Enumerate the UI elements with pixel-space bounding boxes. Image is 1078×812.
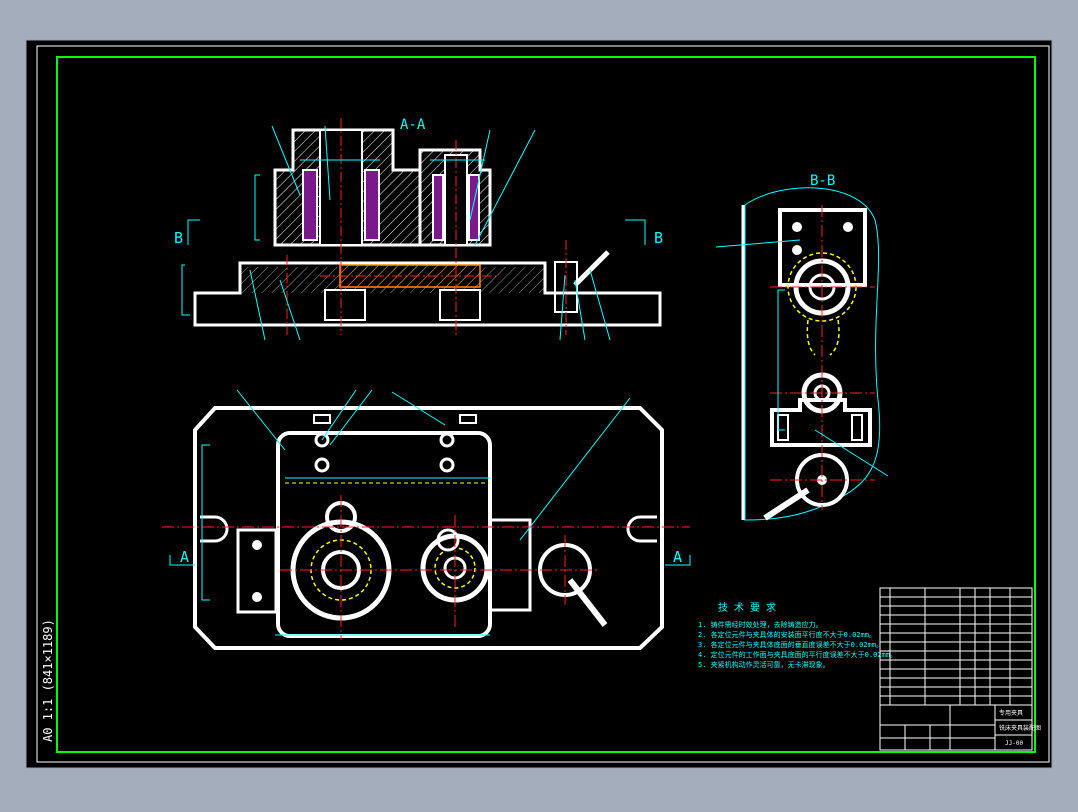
leader-1 xyxy=(271,125,301,196)
bb-clamp-block xyxy=(770,398,872,447)
cut-a-left-marker xyxy=(169,555,195,566)
leader-9 xyxy=(589,269,611,341)
sheet-size-label: A0 1:1 (841×1189) xyxy=(41,619,55,742)
left-clamp xyxy=(236,528,278,614)
title-project: 专用夹具 xyxy=(999,709,1023,717)
pin-3 xyxy=(439,432,455,448)
pin-head-2 xyxy=(459,414,477,424)
cut-a-right-label: A xyxy=(673,548,682,566)
title-block xyxy=(879,587,1033,751)
cut-b-right-marker xyxy=(625,219,646,245)
pin-4 xyxy=(439,457,455,473)
leader-8 xyxy=(574,279,586,341)
pin-2 xyxy=(314,457,330,473)
plan-dim-left xyxy=(201,444,210,601)
dim-left-vert xyxy=(254,174,260,241)
cut-b-left-label: B xyxy=(174,229,183,247)
leader-4 xyxy=(474,129,536,246)
bb-arm xyxy=(806,319,840,356)
bb-body-outline xyxy=(744,187,881,521)
plan-view: A A xyxy=(162,389,691,650)
plan-leader-2 xyxy=(321,389,357,441)
cut-b-left-marker xyxy=(187,219,200,245)
tech-line-4: 4. 定位元件的工作面与夹具底面的平行度误差不大于0.02mm。 xyxy=(698,650,897,659)
pin-1 xyxy=(314,432,330,448)
bb-top-hole-3 xyxy=(792,245,802,255)
right-slot xyxy=(626,515,657,543)
outer-border xyxy=(36,45,1050,763)
cut-a-left-label: A xyxy=(180,548,189,566)
right-sleeve-r xyxy=(468,174,480,241)
dim-left-outer xyxy=(181,264,190,316)
plan-leader-3 xyxy=(329,389,373,446)
leader-3 xyxy=(469,129,491,221)
tech-line-2: 2. 各定位元件与夹具体的安装面平行度不大于0.02mm。 xyxy=(698,630,876,639)
section-aa-view: A-A xyxy=(174,117,663,341)
section-bb-view: B-B xyxy=(715,173,889,521)
left-clamp-screw-2 xyxy=(252,592,262,602)
leader-7 xyxy=(559,274,566,341)
title-drawing-no: JJ-00 xyxy=(1005,740,1023,747)
left-slot xyxy=(200,515,229,543)
section-aa-label: A-A xyxy=(400,117,426,133)
bb-leader-1 xyxy=(715,239,801,248)
tech-line-1: 1. 铸件需经时效处理，去除铸造应力。 xyxy=(698,620,823,629)
plan-leader-1 xyxy=(236,389,286,451)
tech-requirements: 技 术 要 求 1. 铸件需经时效处理，去除铸造应力。 2. 各定位元件与夹具体… xyxy=(698,601,897,669)
lower-block-left xyxy=(324,289,366,321)
left-sleeve-r xyxy=(364,169,380,241)
drawing-sheet xyxy=(25,39,1053,769)
plan-leader-5 xyxy=(519,397,631,541)
tech-line-5: 5. 夹紧机构动作灵活可靠，无卡滞现象。 xyxy=(698,660,830,669)
cut-b-right-label: B xyxy=(654,229,663,247)
leader-5 xyxy=(249,269,266,341)
bb-top-hole-1 xyxy=(792,222,802,232)
pin-head-1 xyxy=(313,414,331,424)
bb-clamp-slot-r xyxy=(851,414,863,441)
tech-line-3: 3. 各定位元件与夹具体底面的垂直度误差不大于0.02mm。 xyxy=(698,640,883,649)
left-sleeve-l xyxy=(302,169,318,241)
fixture-body-outline xyxy=(193,406,664,650)
leader-6 xyxy=(279,279,301,341)
left-clamp-screw xyxy=(252,540,262,550)
leader-2 xyxy=(324,125,331,201)
right-sleeve-l xyxy=(432,174,444,241)
title-drawing-name: 铣床夹具装配图 xyxy=(999,724,1041,732)
right-clamp xyxy=(488,518,532,612)
bb-dim-left xyxy=(777,289,785,431)
bb-lever xyxy=(763,487,810,521)
bb-top-hole-2 xyxy=(843,222,853,232)
cut-a-right-marker xyxy=(665,555,691,566)
plan-leader-4 xyxy=(391,391,446,426)
section-bb-label: B-B xyxy=(810,173,835,189)
tech-title: 技 术 要 求 xyxy=(718,601,776,614)
inner-border xyxy=(56,56,1036,753)
handle-lever xyxy=(573,250,610,287)
handle-arm xyxy=(567,578,608,627)
lower-block-right xyxy=(439,289,481,321)
bb-leader-2 xyxy=(814,429,889,477)
small-bushing-cap xyxy=(436,528,460,552)
parts-list-rows xyxy=(880,596,1032,697)
